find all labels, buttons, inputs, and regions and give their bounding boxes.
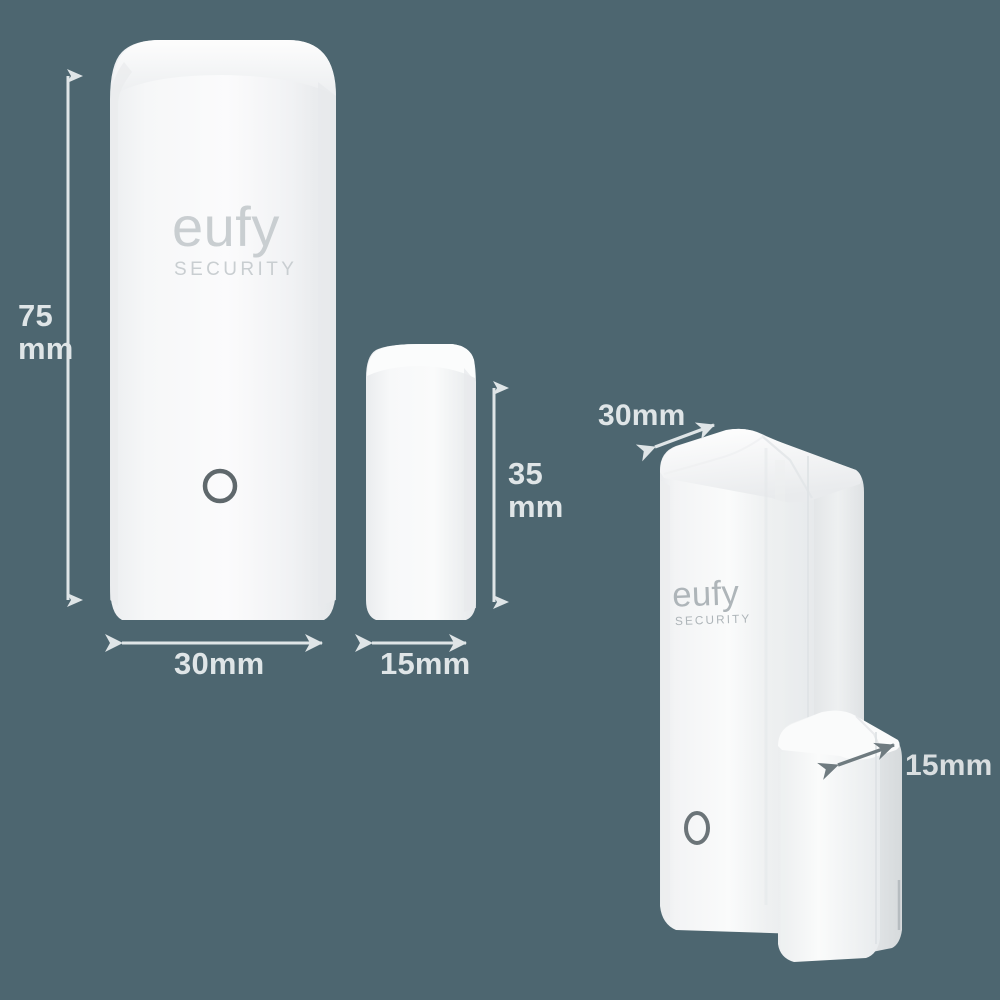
dimension-label-30mm-flat: 30mm (174, 646, 265, 681)
dimension-label-15mm-flat: 15mm (380, 646, 471, 681)
brand-text: eufy (672, 574, 740, 614)
dimension-arrow-15mm-iso (817, 742, 895, 780)
flat-sensor-body (110, 40, 336, 620)
dimension-label-15mm-iso: 15mm (905, 749, 993, 782)
iso-sensor-body (660, 428, 864, 934)
status-ring-icon (202, 468, 238, 504)
dimension-arrow-30mm-iso (635, 422, 715, 462)
brand-sub-text: SECURITY (174, 259, 297, 280)
dimension-label-35mm: 35 mm (508, 456, 564, 524)
status-ring-icon (684, 811, 710, 845)
flat-brand-logo: eufy SECURITY (172, 195, 297, 280)
iso-brand-logo: eufy SECURITY (672, 574, 752, 628)
flat-magnet-body (366, 344, 476, 620)
brand-sub-text: SECURITY (675, 612, 752, 628)
brand-text: eufy (172, 195, 280, 258)
dimension-label-75mm: 75 mm (18, 298, 74, 366)
dimension-label-30mm-iso: 30mm (598, 399, 686, 432)
